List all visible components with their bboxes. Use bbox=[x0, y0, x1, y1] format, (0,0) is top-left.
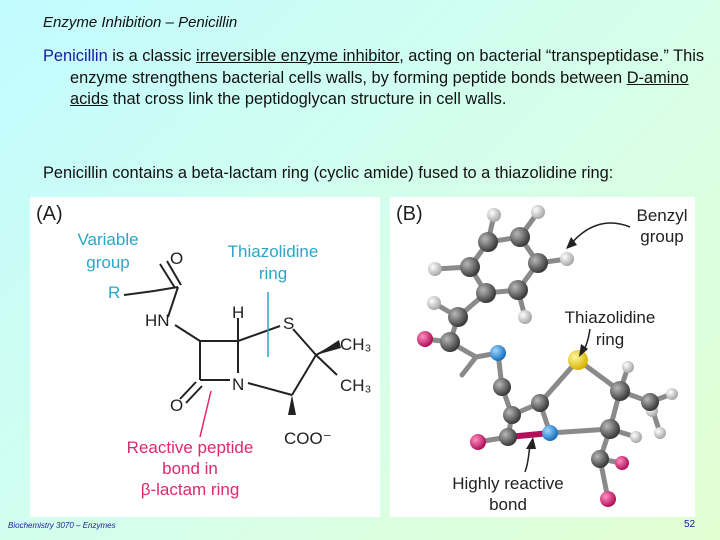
atom-r: R bbox=[108, 283, 120, 302]
reactive-arrowhead bbox=[526, 437, 536, 449]
irreversible-inhibitor-term: irreversible enzyme inhibitor bbox=[196, 47, 400, 65]
wedge-bond-coo bbox=[288, 395, 296, 415]
reactive-bond-pointer bbox=[199, 390, 212, 438]
page-number: 52 bbox=[684, 519, 696, 530]
reactive-label-line1: Reactive peptide bbox=[127, 438, 254, 457]
figure-b-label: (B) bbox=[396, 203, 423, 225]
intro-text-2: , acting on bacterial “transpeptidase.” … bbox=[70, 47, 705, 87]
figure-b-ball-stick: (B) Benzyl group Thiazolidine ring Highl… bbox=[390, 197, 695, 517]
atom-s: S bbox=[283, 314, 294, 333]
atom-h: H bbox=[232, 303, 244, 322]
figure-a-label: (A) bbox=[36, 203, 63, 225]
slide-title: Enzyme Inhibition – Penicillin bbox=[43, 14, 238, 31]
atom-coo: COO⁻ bbox=[284, 429, 332, 448]
model-atoms bbox=[417, 205, 678, 507]
intro-text-1: is a classic bbox=[107, 47, 197, 65]
ball-stick-model: (B) Benzyl group Thiazolidine ring Highl… bbox=[396, 203, 688, 514]
model-reactive-line2: bond bbox=[489, 495, 527, 514]
atom-o-bottom: O bbox=[170, 396, 183, 415]
model-reactive-line1: Highly reactive bbox=[452, 474, 564, 493]
atom-hn: HN bbox=[145, 311, 170, 330]
reactive-label-line2: bond in bbox=[162, 459, 218, 478]
model-thiazolidine-line1: Thiazolidine bbox=[565, 308, 656, 327]
atom-o-top: O bbox=[170, 249, 183, 268]
intro-text-3: that cross link the peptidoglycan struct… bbox=[108, 90, 507, 108]
atom-ch3-top: CH₃ bbox=[340, 335, 371, 354]
penicillin-term: Penicillin bbox=[43, 47, 108, 65]
thiazolidine-label-line2: ring bbox=[259, 264, 287, 283]
atom-ch3-bottom: CH₃ bbox=[340, 376, 371, 395]
benzyl-label-line1: Benzyl bbox=[636, 206, 687, 225]
d-amino-acids-term: D-amino acids bbox=[70, 68, 689, 109]
benzyl-arrowhead bbox=[566, 237, 577, 249]
figure-a-structure: (A) O HN H S CH₃ CH₃ N O COO⁻ R Variable… bbox=[30, 197, 380, 517]
thiazolidine-arrowhead bbox=[579, 344, 588, 357]
benzyl-label-line2: group bbox=[640, 227, 683, 246]
variable-group-line2: group bbox=[86, 253, 129, 272]
thiazolidine-label-line1: Thiazolidine bbox=[228, 242, 319, 261]
reactive-label-line3: β-lactam ring bbox=[141, 480, 240, 499]
footer-course-label: Biochemistry 3070 – Enzymes bbox=[8, 521, 116, 530]
atom-n: N bbox=[232, 375, 244, 394]
bond-lines bbox=[123, 260, 338, 404]
penicillin-structure-diagram: (A) O HN H S CH₃ CH₃ N O COO⁻ R Variable… bbox=[36, 203, 371, 499]
structure-paragraph: Penicillin contains a beta-lactam ring (… bbox=[43, 164, 614, 182]
wedge-bond-ch3 bbox=[316, 340, 341, 355]
intro-paragraph: Penicillin is a classic irreversible enz… bbox=[43, 46, 720, 111]
model-thiazolidine-line2: ring bbox=[596, 330, 624, 349]
model-bonds bbox=[422, 209, 675, 502]
variable-group-line1: Variable bbox=[77, 230, 138, 249]
